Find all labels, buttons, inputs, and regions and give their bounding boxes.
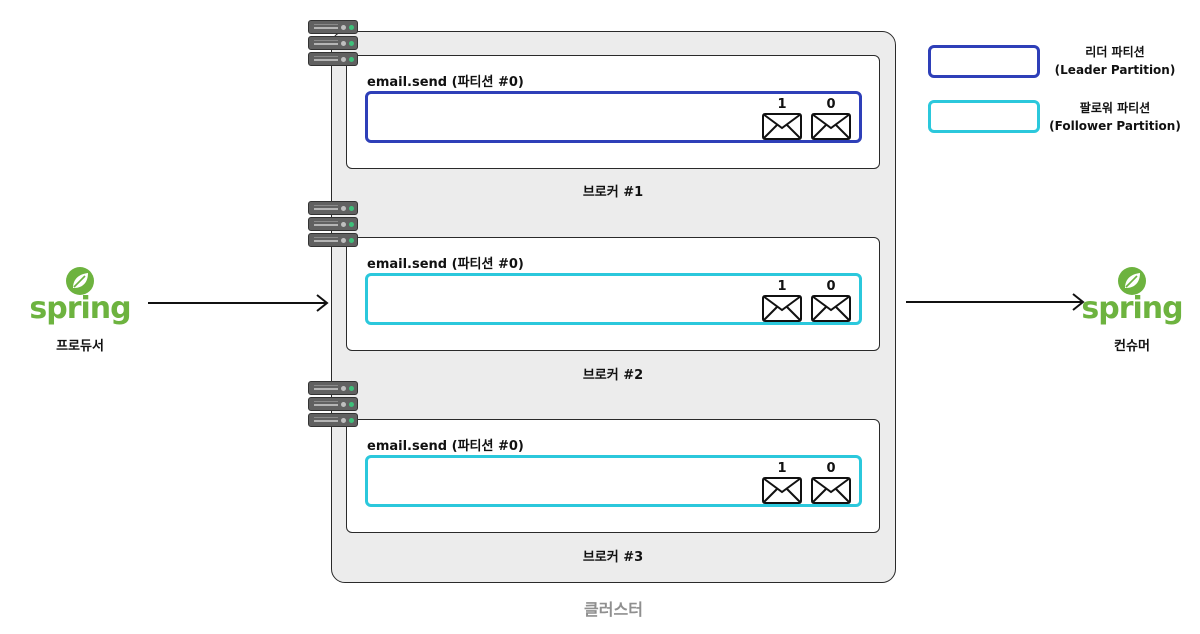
- server-rack-icon: [308, 201, 360, 249]
- message-offset: 1: [777, 461, 787, 476]
- partition-title: email.send (파티션 #0): [367, 439, 524, 454]
- message-offset: 0: [826, 97, 836, 112]
- broker-3: email.send (파티션 #0) 1 0: [346, 419, 880, 533]
- legend-follower-line1: 팔로워 파티션: [1079, 101, 1151, 115]
- cluster-label: 클러스터: [584, 600, 643, 619]
- envelope-icon: [762, 477, 802, 504]
- legend-leader-swatch: [928, 45, 1040, 78]
- spring-leaf-icon: [66, 267, 94, 295]
- legend-leader-line2: (Leader Partition): [1054, 63, 1176, 77]
- message-offset: 0: [826, 461, 836, 476]
- producer-logo-text: spring: [29, 291, 131, 326]
- follower-partition: 1 0: [365, 455, 862, 507]
- message-0: 0: [811, 280, 851, 322]
- broker-2: email.send (파티션 #0) 1 0: [346, 237, 880, 351]
- envelope-icon: [811, 113, 851, 140]
- spring-leaf-icon: [1118, 267, 1146, 295]
- message-1: 1: [762, 280, 802, 322]
- consumer-caption: 컨슈머: [1114, 339, 1150, 354]
- partition-title: email.send (파티션 #0): [367, 257, 524, 272]
- broker-2-name: 브로커 #2: [582, 368, 644, 383]
- consumer: spring 컨슈머: [1077, 266, 1187, 354]
- message-1: 1: [762, 462, 802, 504]
- producer-arrow: [148, 294, 329, 312]
- consumer-arrow: [906, 293, 1085, 311]
- message-0: 0: [811, 98, 851, 140]
- message-0: 0: [811, 462, 851, 504]
- broker-3-name: 브로커 #3: [582, 550, 644, 565]
- server-rack-icon: [308, 20, 360, 68]
- message-1: 1: [762, 98, 802, 140]
- message-offset: 1: [777, 279, 787, 294]
- envelope-icon: [811, 295, 851, 322]
- leader-partition: 1 0: [365, 91, 862, 143]
- follower-partition: 1 0: [365, 273, 862, 325]
- envelope-icon: [811, 477, 851, 504]
- legend-follower-swatch: [928, 100, 1040, 133]
- legend-follower-line2: (Follower Partition): [1049, 119, 1181, 133]
- broker-1: email.send (파티션 #0) 1 0: [346, 55, 880, 169]
- broker-1-name: 브로커 #1: [582, 185, 644, 200]
- server-rack-icon: [308, 381, 360, 429]
- consumer-logo-text: spring: [1081, 291, 1183, 326]
- envelope-icon: [762, 295, 802, 322]
- legend-follower-label: 팔로워 파티션 (Follower Partition): [1040, 99, 1190, 135]
- message-offset: 1: [777, 97, 787, 112]
- legend-leader-label: 리더 파티션 (Leader Partition): [1040, 43, 1190, 79]
- partition-title: email.send (파티션 #0): [367, 75, 524, 90]
- envelope-icon: [762, 113, 802, 140]
- legend-leader-line1: 리더 파티션: [1085, 45, 1145, 59]
- producer: spring 프로듀서: [25, 266, 135, 354]
- message-offset: 0: [826, 279, 836, 294]
- producer-caption: 프로듀서: [56, 339, 104, 354]
